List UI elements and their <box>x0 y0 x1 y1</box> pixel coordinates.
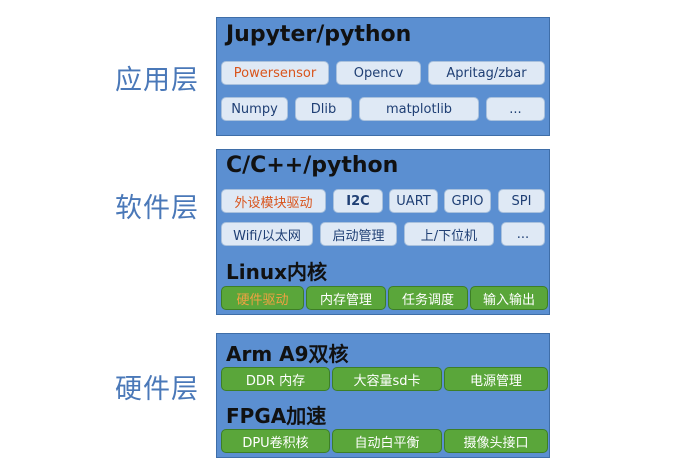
chip-spi: SPI <box>498 189 545 213</box>
chip-sd-card: 大容量sd卡 <box>332 367 442 391</box>
chip-peripheral-drivers: 外设模块驱动 <box>221 189 326 213</box>
chip-camera-interface: 摄像头接口 <box>444 429 548 453</box>
chip-opencv: Opencv <box>336 61 421 85</box>
fpga-heading: FPGA加速 <box>226 404 327 428</box>
chip-matplotlib: matplotlib <box>359 97 479 121</box>
chip-gpio: GPIO <box>444 189 491 213</box>
chip-numpy: Numpy <box>221 97 288 121</box>
linux-kernel-heading: Linux内核 <box>226 260 327 284</box>
chip-powersensor: Powersensor <box>221 61 329 85</box>
hardware-layer-label: 硬件层 <box>115 374 199 405</box>
chip-i2c: I2C <box>333 189 383 213</box>
chip-more-software: ... <box>501 222 545 246</box>
chip-more-apps: ... <box>486 97 545 121</box>
chip-host-slave: 上/下位机 <box>404 222 494 246</box>
software-heading: C/C++/python <box>226 153 399 178</box>
chip-task-scheduling: 任务调度 <box>388 286 468 310</box>
application-layer-label: 应用层 <box>115 65 199 96</box>
chip-memory-management: 内存管理 <box>306 286 386 310</box>
chip-ddr-memory: DDR 内存 <box>221 367 330 391</box>
chip-power-management: 电源管理 <box>444 367 548 391</box>
chip-dpu-conv: DPU卷积核 <box>221 429 330 453</box>
chip-wifi-ethernet: Wifi/以太网 <box>221 222 313 246</box>
software-layer-label: 软件层 <box>115 193 199 224</box>
application-heading: Jupyter/python <box>226 22 412 47</box>
chip-boot-management: 启动管理 <box>320 222 397 246</box>
chip-uart: UART <box>389 189 438 213</box>
chip-auto-white-balance: 自动白平衡 <box>332 429 442 453</box>
chip-apritag-zbar: Apritag/zbar <box>428 61 545 85</box>
chip-dlib: Dlib <box>295 97 352 121</box>
chip-hardware-drivers: 硬件驱动 <box>221 286 304 310</box>
chip-input-output: 输入输出 <box>470 286 548 310</box>
arm-cpu-heading: Arm A9双核 <box>226 342 349 366</box>
